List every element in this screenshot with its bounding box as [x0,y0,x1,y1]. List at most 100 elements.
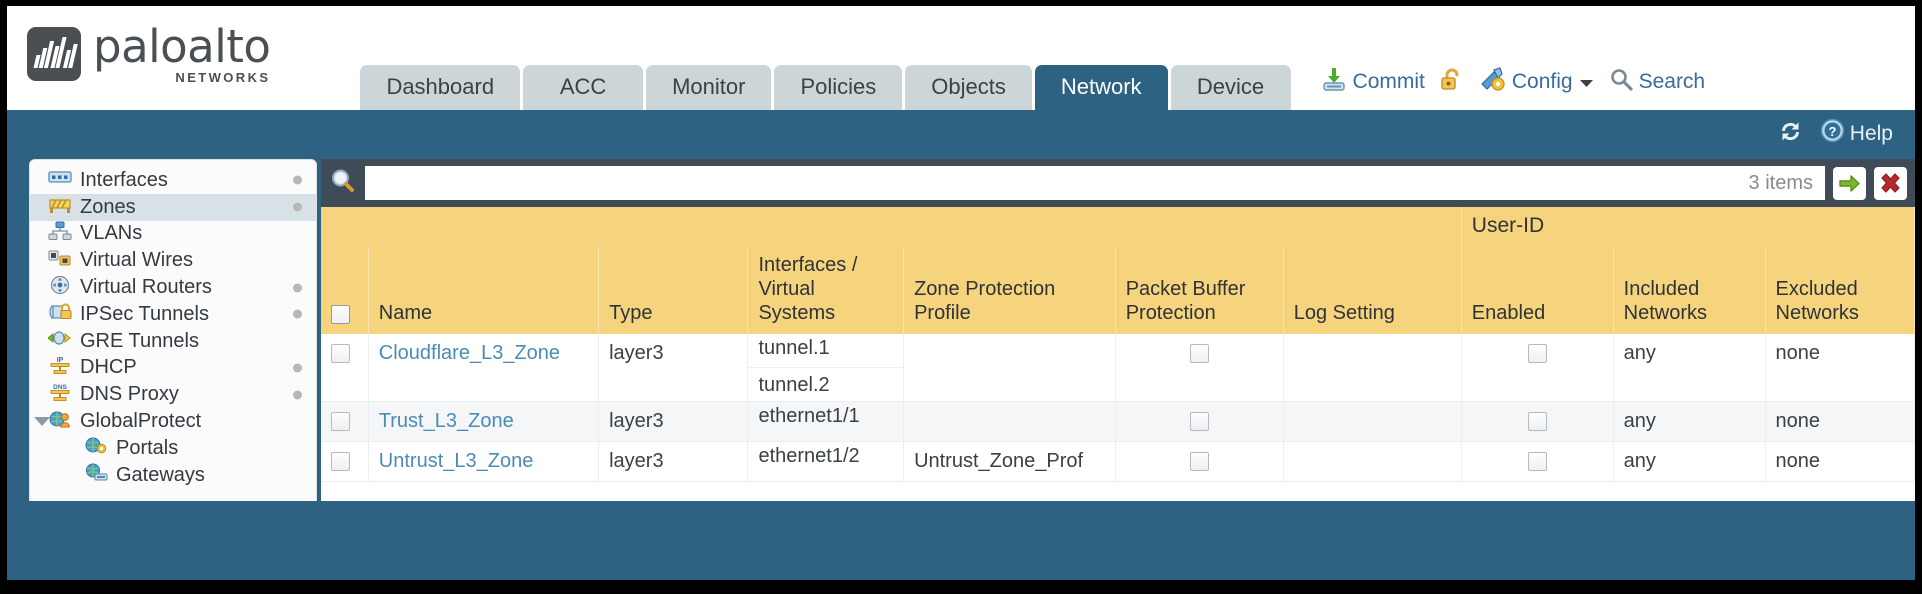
packet-buffer-protection-checkbox[interactable] [1189,412,1209,431]
expand-collapse-icon[interactable] [34,417,50,427]
packet-buffer-protection-checkbox[interactable] [1189,452,1209,471]
search-button[interactable]: Search [1609,67,1705,97]
col-header-excluded-networks[interactable]: Excluded Networks [1765,246,1915,334]
tab-policies[interactable]: Policies [774,65,903,110]
config-menu-button[interactable]: Config [1479,66,1594,98]
sidebar-item-interfaces[interactable]: Interfaces [30,167,316,194]
zone-type-cell: layer3 [598,333,749,402]
packet-buffer-protection-cell[interactable] [1115,333,1284,402]
col-header-name[interactable]: Name [368,246,600,334]
tab-network[interactable]: Network [1034,65,1168,110]
zone-name-link[interactable]: Trust_L3_Zone [378,409,514,432]
zone-interfaces-cell: ethernet1/2 [747,441,905,482]
tab-dashboard[interactable]: Dashboard [360,65,521,110]
magnifier-icon[interactable] [329,167,357,200]
row-checkbox[interactable] [331,412,350,431]
paloalto-logo-mark [27,27,81,81]
sidebar-item-zones[interactable]: Zones [30,193,316,221]
userid-enabled-cell[interactable] [1461,333,1614,402]
group-header-userid: User-ID [1461,207,1915,247]
commit-button[interactable]: Commit [1321,66,1425,98]
col-header-type[interactable]: Type [598,246,749,334]
sidebar-item-ipsec-tunnels[interactable]: IPSec Tunnels [30,301,316,328]
userid-enabled-checkbox[interactable] [1527,412,1547,431]
select-all-checkbox[interactable] [331,304,350,324]
sidebar-item-portals[interactable]: Portals [30,435,316,462]
interface-entry: tunnel.2 [758,373,830,396]
packet-buffer-protection-checkbox[interactable] [1189,344,1209,363]
virtual-routers-icon [48,275,72,301]
secondary-toolbar: ? Help [7,110,1915,159]
zone-name-link[interactable]: Untrust_L3_Zone [378,449,534,472]
zone-interfaces-cell: ethernet1/1 [747,401,905,442]
group-header-spacer [321,207,1462,247]
zone-name-link[interactable]: Cloudflare_L3_Zone [378,341,561,364]
sidebar-item-label: Gateways [116,463,205,486]
col-header-log-setting[interactable]: Log Setting [1283,246,1462,334]
select-all-header[interactable] [321,246,369,334]
sidebar-item-vlans[interactable]: VLANs [30,221,316,248]
status-dot [293,283,302,293]
svg-text:DNS: DNS [53,384,67,391]
col-header-interfaces-virtual-systems[interactable]: Interfaces / Virtual Systems [747,246,905,334]
sidebar-item-globalprotect[interactable]: GlobalProtect [30,408,316,435]
table-group-header-row: User-ID [321,207,1915,247]
packet-buffer-protection-cell[interactable] [1115,441,1284,482]
search-icon [1609,67,1633,97]
status-dot [293,390,302,400]
tab-monitor[interactable]: Monitor [646,65,772,110]
packet-buffer-protection-cell[interactable] [1115,401,1284,442]
log-setting-cell [1283,401,1462,442]
row-checkbox[interactable] [331,452,350,471]
col-header-included-networks[interactable]: Included Networks [1613,246,1766,334]
excluded-networks-cell: none [1765,333,1915,402]
included-networks-cell: any [1613,333,1766,402]
ipsec-tunnels-icon [48,301,72,327]
userid-enabled-cell[interactable] [1461,401,1614,442]
row-select-cell[interactable] [321,333,369,402]
col-header-packet-buffer-protection[interactable]: Packet Buffer Protection [1115,246,1284,334]
log-setting-cell [1283,333,1462,402]
userid-enabled-cell[interactable] [1461,441,1614,482]
refresh-icon[interactable] [1777,119,1804,149]
sidebar-item-label: Interfaces [80,168,168,191]
portals-icon [84,435,108,461]
sidebar-item-virtual-routers[interactable]: Virtual Routers [30,274,316,301]
sidebar-item-gateways[interactable]: Gateways [30,462,316,489]
col-header-enabled[interactable]: Enabled [1461,246,1614,334]
sidebar-item-gre-tunnels[interactable]: GRE Tunnels [30,328,316,355]
zone-name-cell[interactable]: Cloudflare_L3_Zone [368,333,600,402]
col-header-zone-protection-profile[interactable]: Zone Protection Profile [903,246,1116,334]
tab-objects[interactable]: Objects [905,65,1032,110]
zone-name-cell[interactable]: Trust_L3_Zone [368,401,600,442]
zone-name-cell[interactable]: Untrust_L3_Zone [368,441,600,482]
unlocked-padlock-icon[interactable] [1440,67,1464,98]
sidebar-item-label: Portals [116,436,179,459]
apply-filter-button[interactable] [1833,166,1866,200]
clear-filter-button[interactable] [1874,166,1907,200]
status-dot [293,363,302,373]
tab-acc[interactable]: ACC [523,65,644,110]
row-select-cell[interactable] [321,401,369,442]
userid-enabled-checkbox[interactable] [1527,344,1547,363]
excluded-networks-cell: none [1765,401,1915,442]
row-checkbox[interactable] [331,344,350,363]
zones-icon [48,194,72,220]
search-input[interactable] [365,166,1825,200]
sidebar-item-virtual-wires[interactable]: Virtual Wires [30,247,316,274]
sidebar-item-label: GlobalProtect [80,410,202,433]
userid-enabled-checkbox[interactable] [1527,452,1547,471]
config-label: Config [1511,70,1573,93]
tab-device[interactable]: Device [1170,65,1291,110]
help-button[interactable]: ? Help [1820,118,1893,149]
row-select-cell[interactable] [321,441,369,482]
svg-text:IP: IP [57,357,64,364]
